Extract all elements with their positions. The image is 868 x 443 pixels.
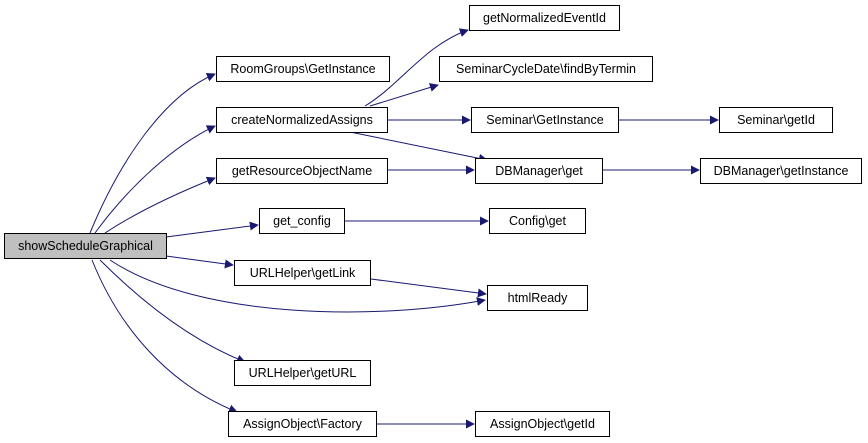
edge-createnormalizedassigns-to-dbmanager-get	[349, 131, 488, 163]
node-create-normalized-assigns[interactable]: createNormalizedAssigns	[216, 107, 388, 133]
node-get-config[interactable]: get_config	[259, 208, 345, 234]
node-assignobject-factory[interactable]: AssignObject\Factory	[228, 411, 377, 437]
node-get-resource-object-name[interactable]: getResourceObjectName	[216, 158, 388, 184]
node-seminar-getinstance[interactable]: Seminar\GetInstance	[471, 107, 619, 133]
edge-root-to-urlhelper-geturl	[99, 259, 246, 364]
edge-createnormalizedassigns-to-seminarcycledate-findbytermin	[369, 83, 439, 107]
node-config-get[interactable]: Config\get	[489, 208, 586, 234]
node-urlhelper-getlink[interactable]: URLHelper\getLink	[234, 260, 371, 286]
node-dbmanager-get[interactable]: DBManager\get	[475, 158, 603, 184]
node-show-schedule-graphical[interactable]: showScheduleGraphical	[4, 233, 167, 259]
edge-root-to-assignobject-factory	[91, 259, 238, 414]
node-dbmanager-getinstance[interactable]: DBManager\getInstance	[700, 158, 862, 184]
node-get-normalized-event-id[interactable]: getNormalizedEventId	[469, 5, 620, 31]
edge-root-to-urlhelper-getlink	[165, 255, 234, 269]
node-seminar-getid[interactable]: Seminar\getId	[719, 107, 833, 133]
node-html-ready[interactable]: htmlReady	[487, 285, 588, 311]
node-assignobject-getid[interactable]: AssignObject\getId	[475, 411, 610, 437]
edge-root-to-getresourceobjectname	[104, 176, 216, 234]
node-seminarcycledate-findbytermin[interactable]: SeminarCycleDate\findByTermin	[439, 56, 653, 82]
edge-root-to-roomgroups-getinstance	[89, 72, 216, 234]
node-urlhelper-geturl[interactable]: URLHelper\getURL	[234, 360, 371, 386]
edge-root-to-htmlready	[109, 259, 486, 313]
edge-root-to-createnormalizedassigns	[94, 125, 216, 234]
edge-urlhelper-getlink-to-htmlready	[370, 278, 487, 298]
edge-createnormalizedassigns-to-getnormalizedeventid	[364, 28, 469, 107]
node-roomgroups-getinstance[interactable]: RoomGroups\GetInstance	[216, 56, 390, 82]
edge-root-to-get-config	[165, 221, 259, 238]
